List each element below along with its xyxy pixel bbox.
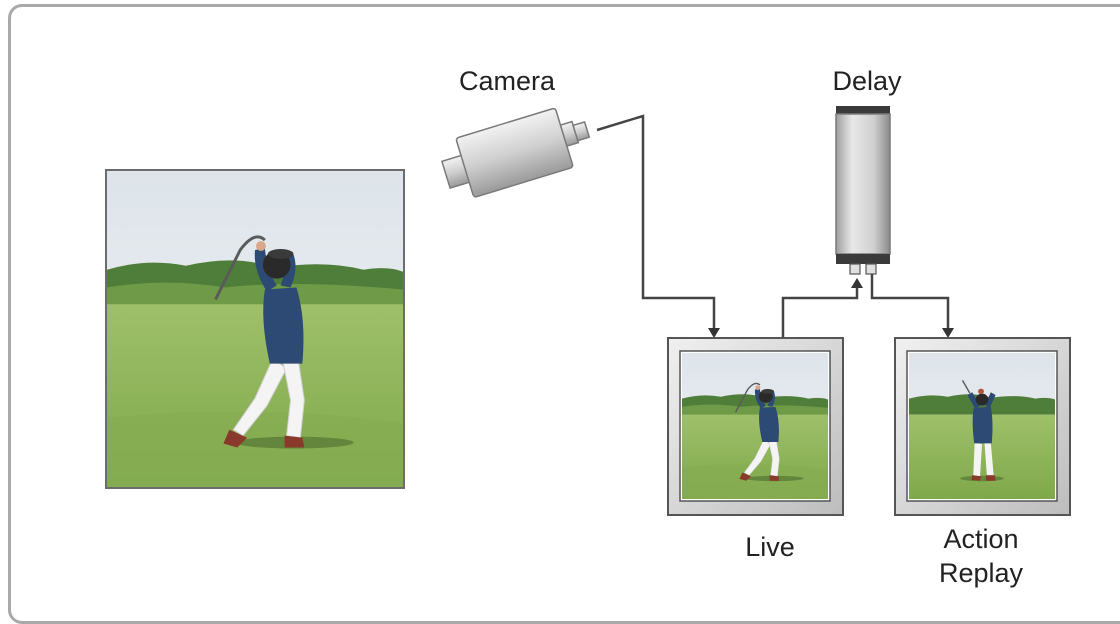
- live-monitor: [667, 337, 844, 516]
- delay-label: Delay: [832, 66, 902, 96]
- replay-monitor: [894, 337, 1071, 516]
- signal-wires: [596, 114, 950, 338]
- wire-arrowheads: [708, 278, 954, 338]
- diagram-canvas: [105, 106, 1071, 516]
- golfer-swing-photo: [105, 169, 405, 489]
- delay-unit-icon: [835, 106, 891, 275]
- live-label: Live: [745, 532, 795, 562]
- camera-label: Camera: [458, 66, 556, 96]
- video-camera-icon: [440, 107, 591, 198]
- video-delay-diagram: Camera Delay Live Action Replay: [8, 4, 1120, 624]
- action-replay-label-line2: Replay: [938, 558, 1024, 588]
- action-replay-label-line1: Action: [943, 524, 1019, 554]
